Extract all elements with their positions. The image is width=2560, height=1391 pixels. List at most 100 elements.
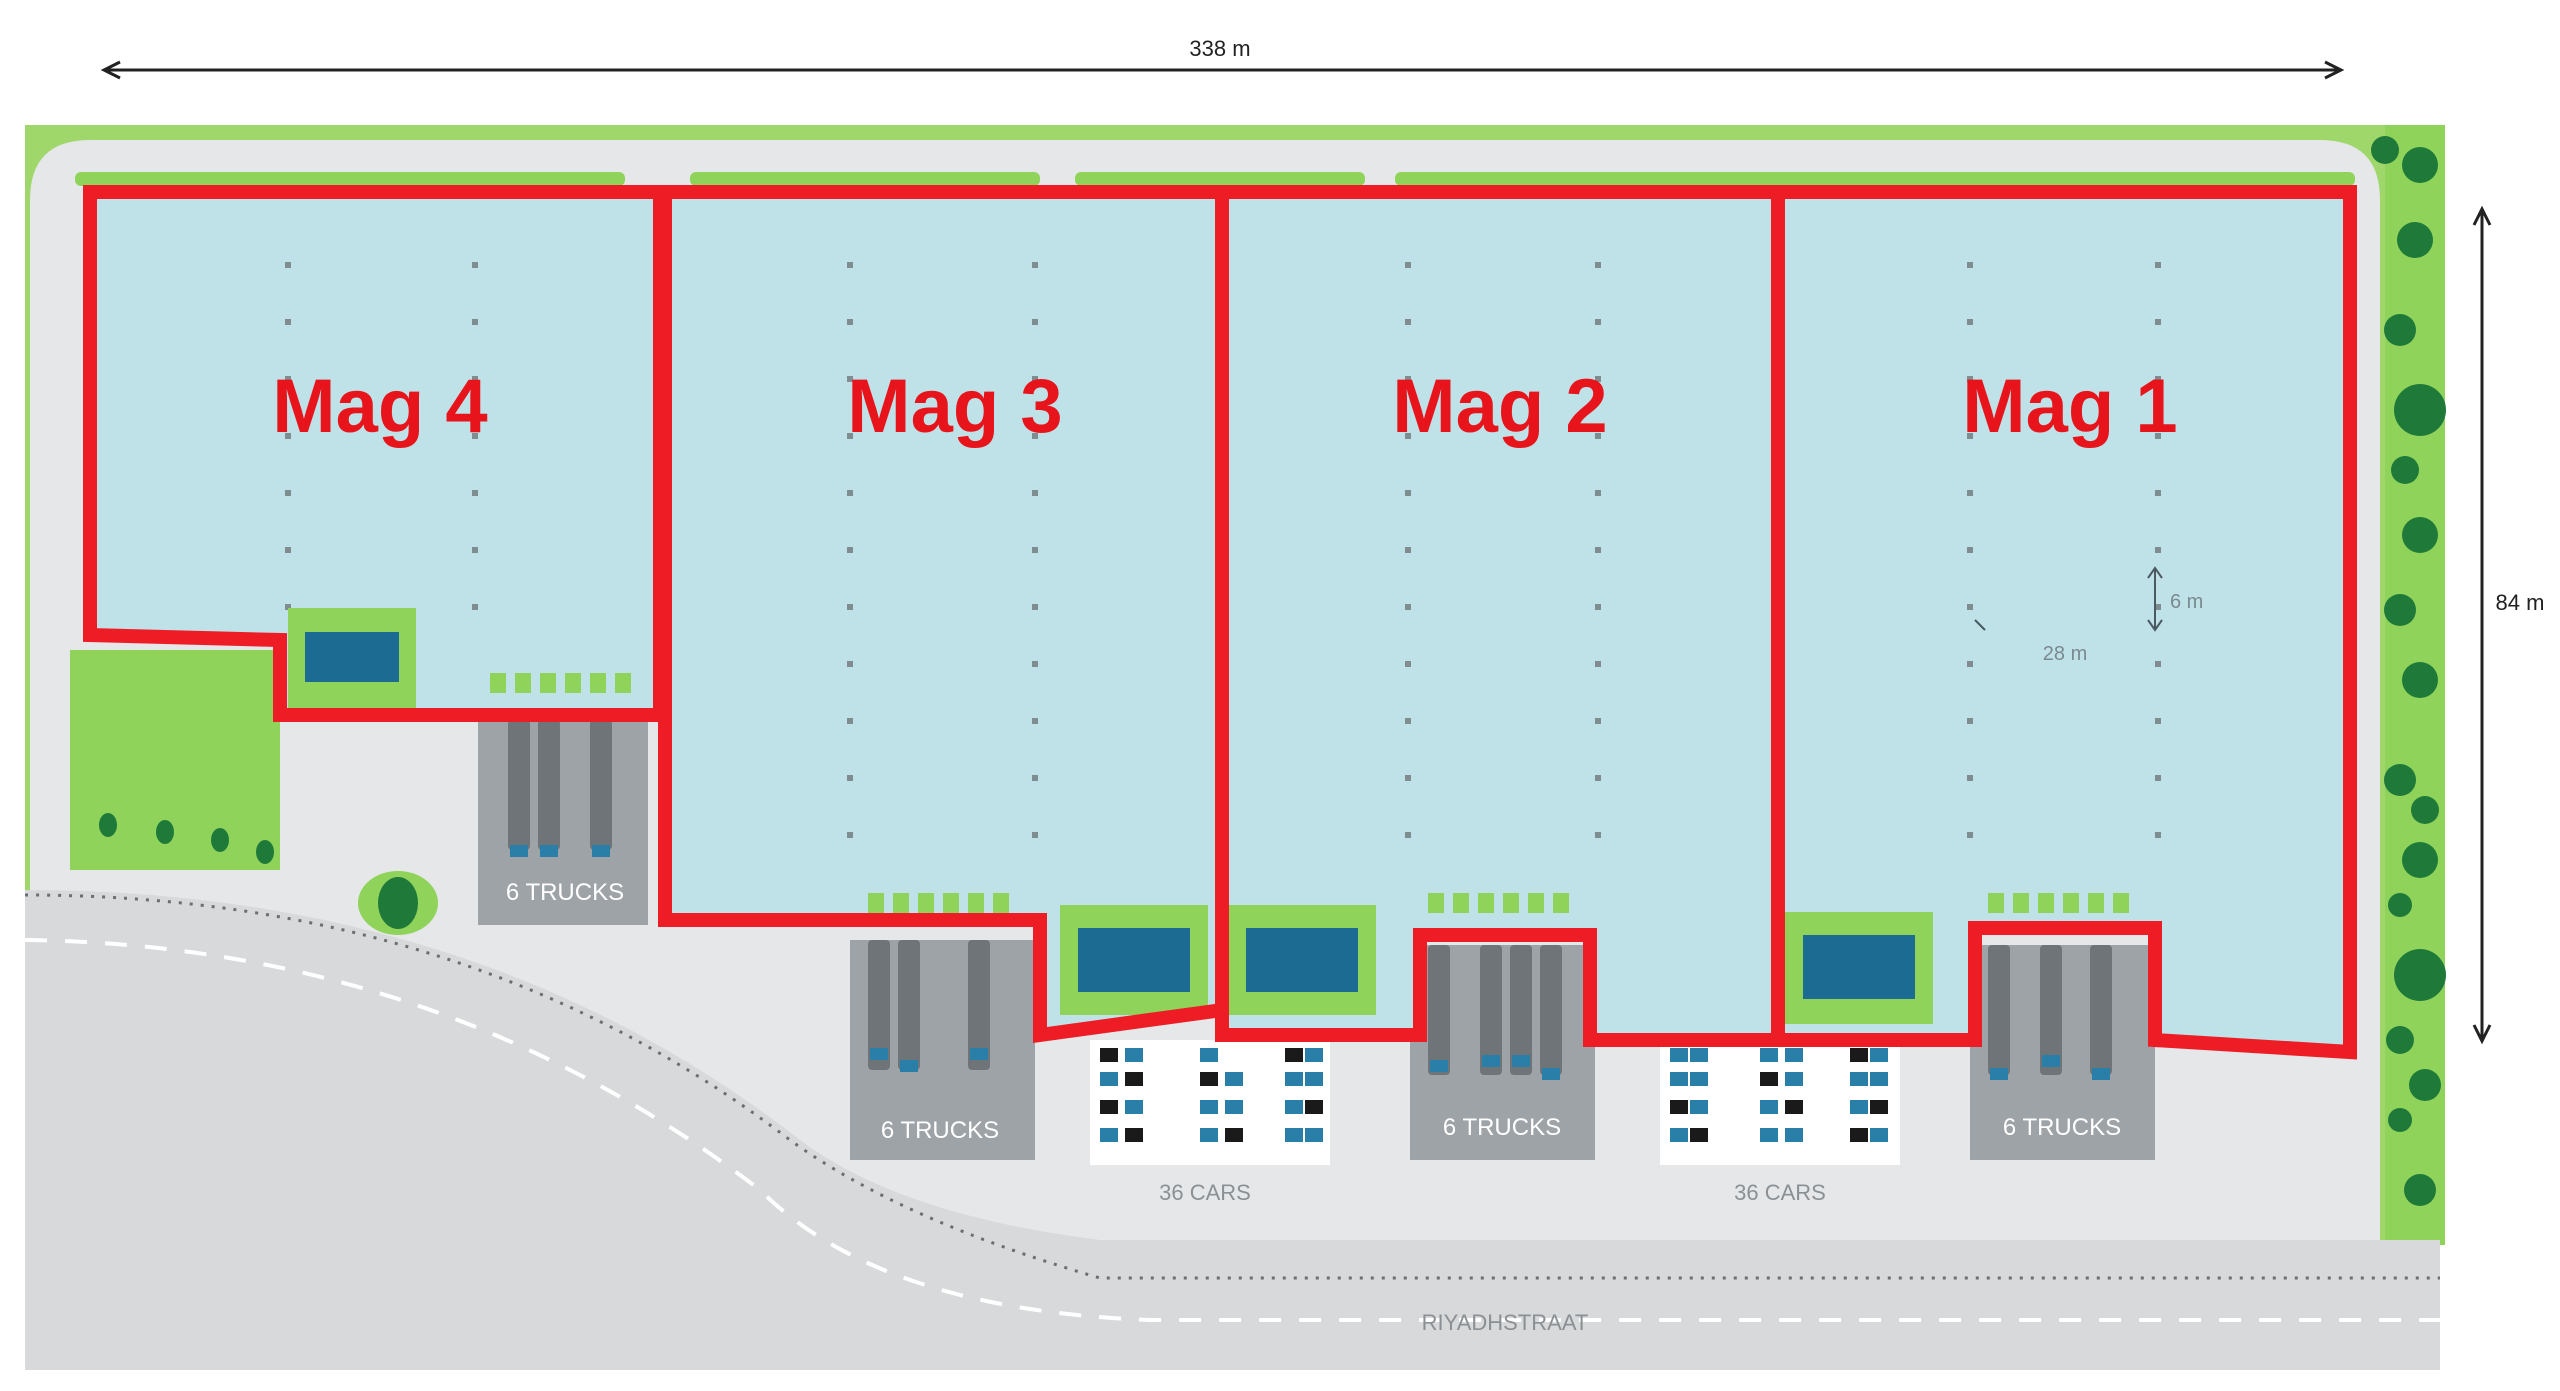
truck-lot-label: 6 TRUCKS: [881, 1117, 999, 1144]
column-marker: [285, 490, 291, 496]
warehouse-label-mag-2: Mag 2: [1392, 364, 1607, 449]
column-marker: [472, 262, 478, 268]
column-marker: [847, 319, 853, 325]
truck-lots: [478, 720, 2155, 1160]
column-marker: [1595, 262, 1601, 268]
bay-dimension: [1974, 566, 2163, 632]
column-marker: [1405, 547, 1411, 553]
column-marker: [1032, 433, 1038, 439]
warehouse-label-mag-3: Mag 3: [847, 364, 1062, 449]
car-park: [1090, 1040, 1330, 1165]
truck-lot-label: 6 TRUCKS: [2003, 1114, 2121, 1141]
column-marker: [1032, 490, 1038, 496]
column-marker: [847, 661, 853, 667]
column-marker: [1967, 262, 1973, 268]
bay-span-label: 28 m: [2043, 643, 2087, 665]
column-marker: [1595, 661, 1601, 667]
column-marker: [1405, 262, 1411, 268]
small-trees: [99, 813, 438, 935]
dock-doors: [490, 673, 2129, 913]
column-marker: [1405, 490, 1411, 496]
bay-pitch-label: 6 m: [2170, 591, 2203, 613]
warehouse-outlines: [83, 185, 2357, 1060]
column-marker: [847, 433, 853, 439]
column-marker: [1595, 775, 1601, 781]
column-marker: [847, 832, 853, 838]
column-marker: [2155, 319, 2161, 325]
column-marker: [1967, 718, 1973, 724]
road-edge-dots: [24, 893, 2440, 1280]
column-marker: [1405, 832, 1411, 838]
column-marker: [847, 490, 853, 496]
column-marker: [1405, 433, 1411, 439]
column-marker: [1595, 433, 1601, 439]
depth-dimension: [2472, 205, 2492, 1045]
column-marker: [2155, 262, 2161, 268]
column-marker: [2155, 376, 2161, 382]
column-marker: [1967, 832, 1973, 838]
column-marker: [1967, 319, 1973, 325]
tree-row: [2371, 136, 2446, 1206]
warehouse-label-mag-1: Mag 1: [1962, 364, 2177, 449]
column-marker: [472, 604, 478, 610]
column-marker: [1032, 547, 1038, 553]
column-marker: [1032, 775, 1038, 781]
column-marker: [847, 262, 853, 268]
truck-lot-label: 6 TRUCKS: [506, 879, 624, 906]
column-marker: [1032, 832, 1038, 838]
column-marker: [2155, 490, 2161, 496]
column-marker: [847, 775, 853, 781]
column-marker: [472, 319, 478, 325]
column-marker: [285, 319, 291, 325]
column-marker: [1595, 604, 1601, 610]
column-marker: [1595, 832, 1601, 838]
road-centerline: [24, 938, 2440, 1322]
column-marker: [1032, 718, 1038, 724]
column-marker: [1967, 547, 1973, 553]
road: [25, 890, 2440, 1370]
column-marker: [1967, 775, 1973, 781]
column-marker: [1967, 376, 1973, 382]
column-marker: [2155, 547, 2161, 553]
warehouse-label-mag-4: Mag 4: [272, 364, 487, 449]
column-marker: [847, 376, 853, 382]
truck-cabs: [510, 845, 2110, 1080]
column-marker: [1967, 661, 1973, 667]
column-marker: [2155, 604, 2161, 610]
column-marker: [1967, 604, 1973, 610]
column-marker: [1032, 319, 1038, 325]
depth-label: 84 m: [2496, 590, 2545, 615]
column-marker: [1405, 775, 1411, 781]
offices: [288, 608, 1933, 1024]
column-marker: [2155, 718, 2161, 724]
column-marker: [1032, 376, 1038, 382]
column-marker: [285, 262, 291, 268]
column-marker: [1595, 319, 1601, 325]
column-marker: [847, 604, 853, 610]
car-park-label: 36 CARS: [1734, 1180, 1826, 1205]
top-green-strip: [75, 172, 625, 186]
top-green-strip: [690, 172, 1040, 186]
column-marker: [1405, 661, 1411, 667]
buildings-fill: [90, 192, 2350, 1052]
column-marker: [1967, 490, 1973, 496]
column-marker: [1405, 376, 1411, 382]
street-name: RIYADHSTRAAT: [1422, 1310, 1589, 1335]
column-marker: [1405, 718, 1411, 724]
truck-lot: [478, 720, 648, 925]
column-marker: [472, 433, 478, 439]
column-marker: [1595, 547, 1601, 553]
column-marker: [1032, 661, 1038, 667]
column-grid: [285, 262, 2161, 838]
column-marker: [2155, 832, 2161, 838]
column-marker: [472, 490, 478, 496]
column-marker: [2155, 433, 2161, 439]
column-marker: [1405, 319, 1411, 325]
top-green-strip: [1075, 172, 1365, 186]
car-park: [1660, 1040, 1900, 1165]
column-marker: [847, 718, 853, 724]
width-dimension: [100, 60, 2345, 80]
column-marker: [1967, 433, 1973, 439]
column-marker: [1032, 262, 1038, 268]
